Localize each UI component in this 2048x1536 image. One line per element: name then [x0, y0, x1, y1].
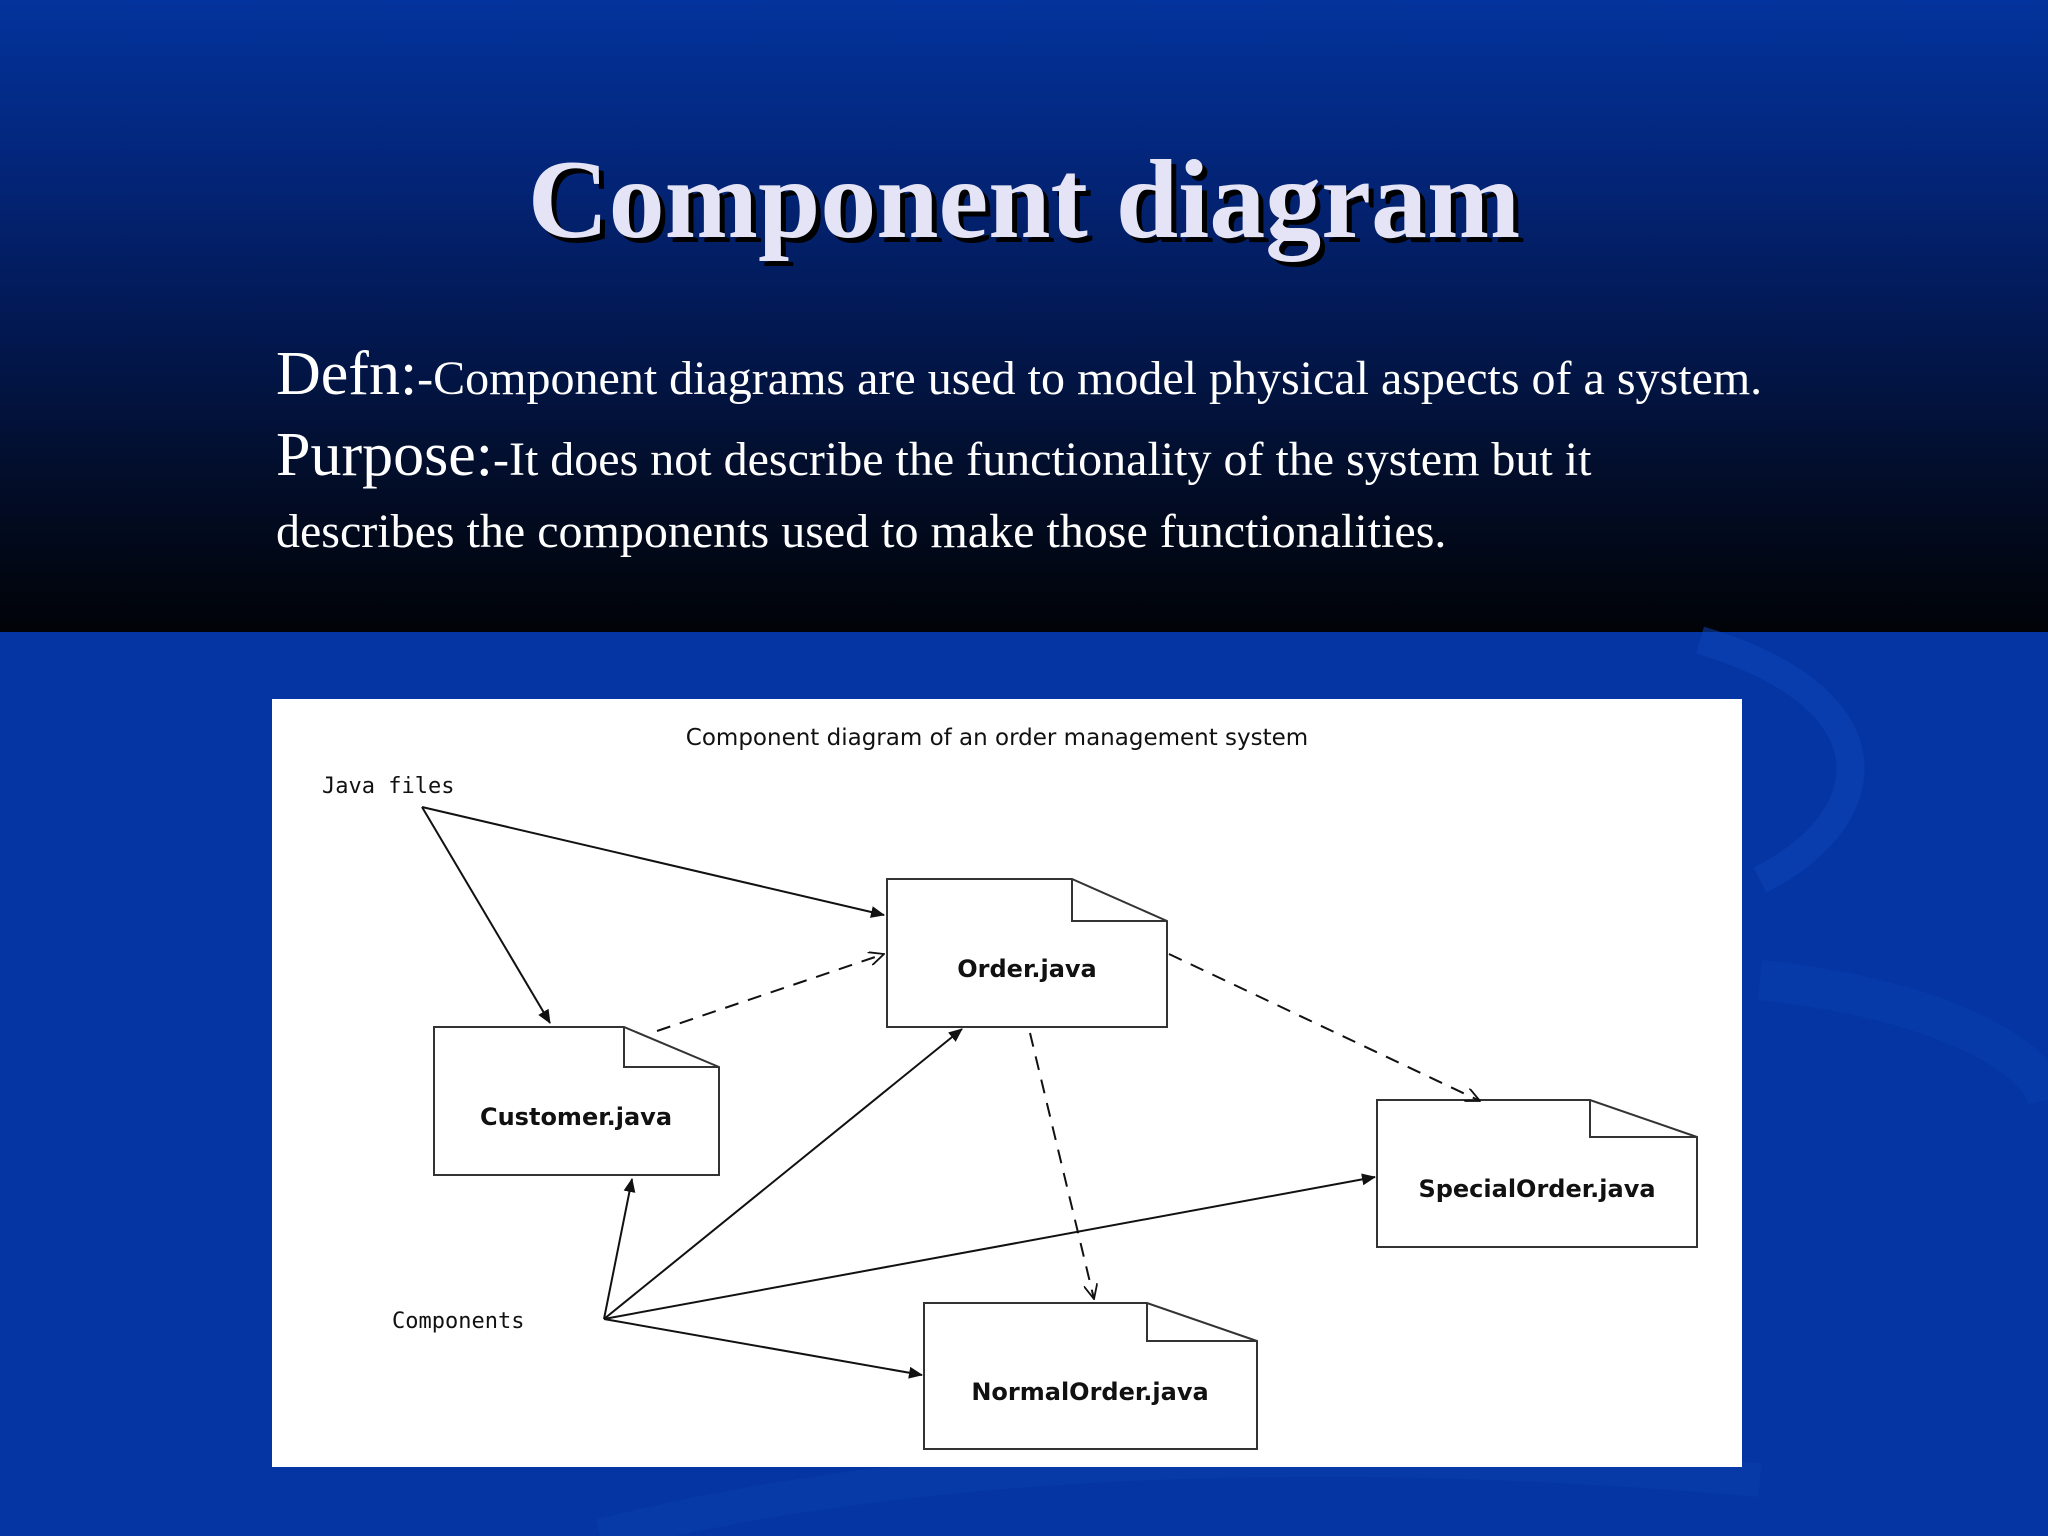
dependency-customer-to-order — [656, 954, 884, 1032]
component-diagram: Component diagram of an order management… — [322, 725, 1698, 1450]
component-special-order-label: SpecialOrder.java — [1418, 1175, 1655, 1203]
slide-body: Defn:-Component diagrams are used to mod… — [276, 338, 1776, 568]
note-components: Components — [392, 1309, 524, 1334]
component-order: Order.java — [886, 878, 1168, 1028]
arrow-javafiles-to-order — [421, 806, 885, 918]
arrow-javafiles-to-customer — [421, 806, 551, 1024]
slide-title: Component diagram — [527, 138, 1521, 262]
title-band-gradient — [0, 0, 2048, 632]
dependency-order-to-special-order — [1168, 953, 1480, 1101]
arrow-components-to-special-order — [603, 1173, 1376, 1320]
arrow-components-to-customer — [603, 1178, 636, 1320]
arrow-components-to-order — [603, 1028, 963, 1320]
component-order-label: Order.java — [957, 955, 1097, 983]
arrow-components-to-normal-order — [603, 1318, 923, 1379]
purpose-paragraph: Purpose:-It does not describe the functi… — [276, 419, 1776, 568]
diagram-title: Component diagram of an order management… — [686, 725, 1308, 751]
purpose-text: -It does not describe the functionality … — [276, 433, 1592, 558]
component-customer-label: Customer.java — [480, 1103, 672, 1131]
definition-lead: Defn: — [276, 340, 418, 408]
diagram-panel: Component diagram of an order management… — [272, 699, 1742, 1467]
purpose-lead: Purpose: — [276, 421, 493, 489]
component-customer: Customer.java — [433, 1026, 720, 1176]
dependency-order-to-normal-order — [1029, 1032, 1094, 1299]
note-java-files: Java files — [322, 774, 454, 799]
component-normal-order: NormalOrder.java — [923, 1302, 1258, 1450]
component-normal-order-label: NormalOrder.java — [971, 1378, 1208, 1406]
definition-paragraph: Defn:-Component diagrams are used to mod… — [276, 338, 1776, 415]
component-special-order: SpecialOrder.java — [1376, 1099, 1698, 1248]
definition-text: -Component diagrams are used to model ph… — [417, 352, 1763, 405]
